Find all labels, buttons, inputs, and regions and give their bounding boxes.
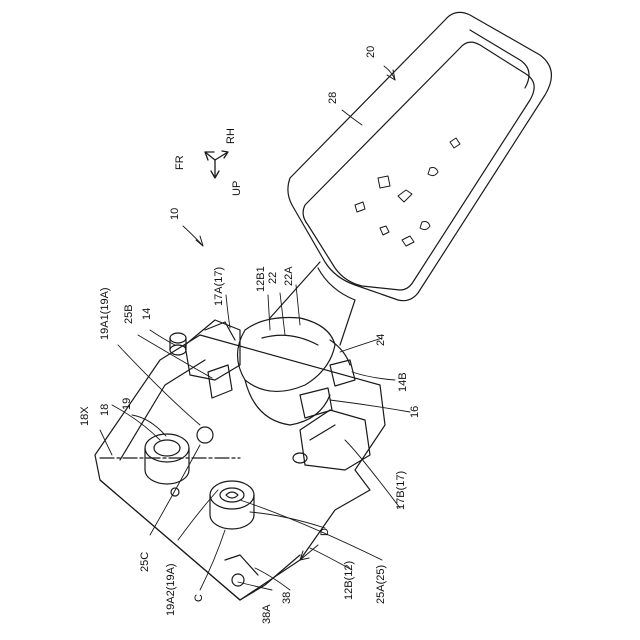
ref-17B: 17B(17) (396, 471, 407, 510)
orientation-rh: RH (226, 128, 237, 144)
ref-16: 16 (410, 406, 421, 418)
fastener-25A (210, 481, 254, 529)
ref-28: 28 (328, 92, 339, 104)
ref-19: 19 (122, 398, 133, 410)
leader-lines (100, 66, 410, 590)
paddle-marks (355, 138, 460, 246)
ref-25C: 25C (140, 552, 151, 572)
bracket-17B (293, 410, 370, 470)
ref-19A1: 19A1(19A) (100, 287, 111, 340)
orientation-fr: FR (175, 155, 186, 170)
handle-paddle (288, 12, 552, 300)
ref-38: 38 (282, 592, 293, 604)
ref-18X: 18X (80, 406, 91, 426)
part-25B (208, 365, 232, 398)
ref-19A2: 19A2(19A) (166, 563, 177, 616)
ref-C: C (194, 594, 205, 602)
ref-22: 22 (268, 272, 279, 284)
ref-10: 10 (170, 208, 181, 220)
ref-17A: 17A(17) (214, 267, 225, 306)
part-14B (330, 360, 355, 386)
orientation-indicator (205, 151, 228, 178)
ref-18: 18 (100, 404, 111, 416)
ball-joint (238, 318, 336, 426)
ref-20: 20 (366, 46, 377, 58)
ref-D: D (320, 528, 331, 536)
ref-38A: 38A (262, 604, 273, 624)
ref-12B: 12B(12) (344, 561, 355, 600)
ball-19 (197, 427, 213, 443)
ref-25A: 25A(25) (376, 565, 387, 604)
ref-14: 14 (142, 308, 153, 320)
ref-14B: 14B (398, 372, 409, 392)
ref-25B: 25B (124, 304, 135, 324)
ref-12B1: 12B1 (256, 266, 267, 292)
ref-24: 24 (376, 334, 387, 346)
ref-22A: 22A (284, 266, 295, 286)
orientation-up: UP (232, 181, 243, 196)
